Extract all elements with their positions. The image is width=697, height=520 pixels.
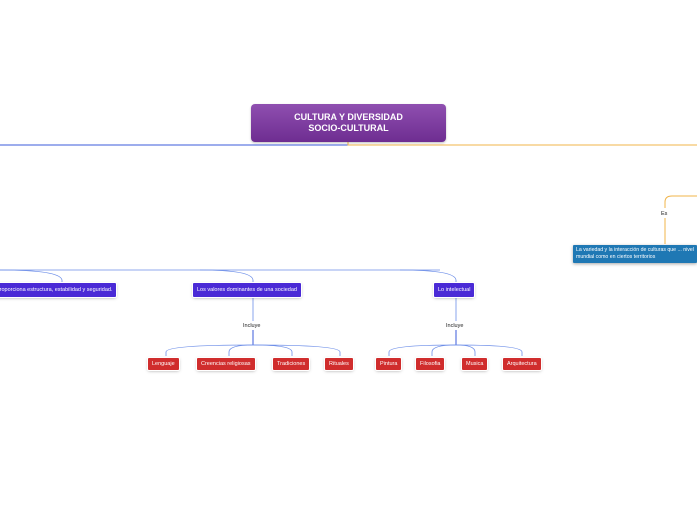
values-item-lenguaje[interactable]: Lenguaje xyxy=(148,358,179,370)
values-item-rituales[interactable]: Rituales xyxy=(325,358,353,370)
intellectual-item-pintura[interactable]: Pintura xyxy=(376,358,402,370)
right-sub-branch-line xyxy=(664,195,697,208)
branch-values[interactable]: Los valores dominantes de una sociedad xyxy=(193,283,301,297)
intellectual-item-arquitectura[interactable]: Arquitectura xyxy=(503,358,541,370)
root-node[interactable]: CULTURA Y DIVERSIDAD SOCIO-CULTURAL xyxy=(251,104,446,142)
intellectual-item-filosofia[interactable]: Filosofia xyxy=(416,358,445,370)
root-title-line1: CULTURA Y DIVERSIDAD xyxy=(294,112,403,122)
connector-values-incluye: Incluye xyxy=(243,323,261,329)
intellectual-item-musica[interactable]: Musica xyxy=(462,358,488,370)
root-title-line2: SOCIO-CULTURAL xyxy=(308,123,389,133)
connector-intellectual-incluye: Incluye xyxy=(446,323,464,329)
values-item-tradiciones[interactable]: Tradiciones xyxy=(273,358,310,370)
branch-intellectual[interactable]: Lo intelectual xyxy=(434,283,475,297)
root-left-branch-line xyxy=(0,142,349,146)
branch-structure[interactable]: Proporciona estructura, estabilidad y se… xyxy=(0,283,117,297)
root-right-branch-line xyxy=(347,142,697,146)
values-item-creencias[interactable]: Creencias religiosas xyxy=(197,358,255,370)
connector-right-es: Es xyxy=(661,211,668,217)
right-note-node[interactable]: La variedad y la interacción de culturas… xyxy=(573,245,697,263)
